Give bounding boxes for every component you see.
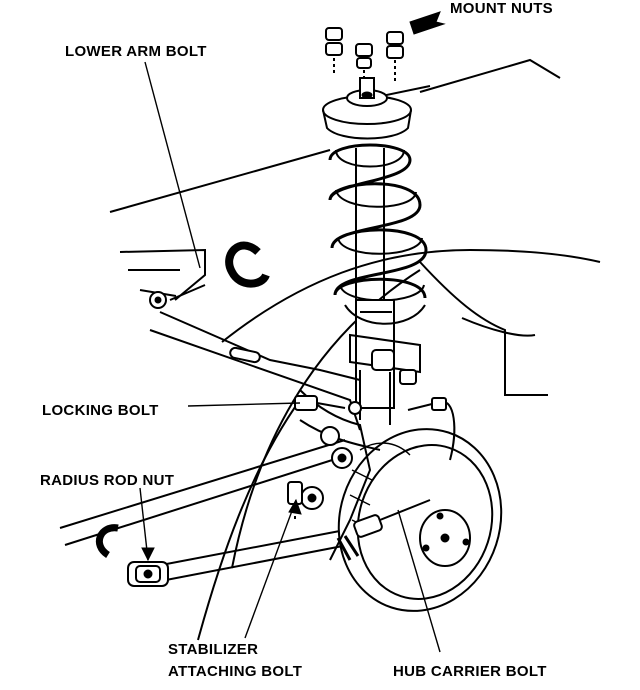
circlip (225, 241, 270, 288)
mount-nut (355, 43, 373, 82)
label-locking-bolt: LOCKING BOLT (42, 402, 159, 419)
label-stabilizer: STABILIZER (168, 641, 258, 658)
mount-nut (325, 27, 343, 76)
label-attaching-bolt: ATTACHING BOLT (168, 663, 302, 680)
brake-rotor (337, 428, 503, 612)
mount-nut-group (325, 11, 446, 82)
mount-nut (386, 31, 404, 82)
leader-hub-carrier-bolt (397, 509, 441, 653)
label-radius-rod-nut: RADIUS ROD NUT (40, 472, 174, 489)
label-hub-carrier-bolt: HUB CARRIER BOLT (393, 663, 547, 680)
lower-arm (119, 248, 361, 431)
label-mount-nuts: MOUNT NUTS (450, 0, 553, 17)
label-lower-arm-bolt: LOWER ARM BOLT (65, 43, 207, 60)
radius-rod-nut (300, 486, 324, 510)
stabilizer-bar (95, 524, 349, 587)
hub-carrier-bolt (336, 499, 431, 561)
leader-lines (139, 61, 441, 653)
leader-locking-bolt (187, 402, 301, 407)
leader-stabilizer-bolt (244, 499, 297, 639)
body-panel-outline (109, 58, 601, 396)
leader-lower-arm-bolt (144, 61, 201, 269)
